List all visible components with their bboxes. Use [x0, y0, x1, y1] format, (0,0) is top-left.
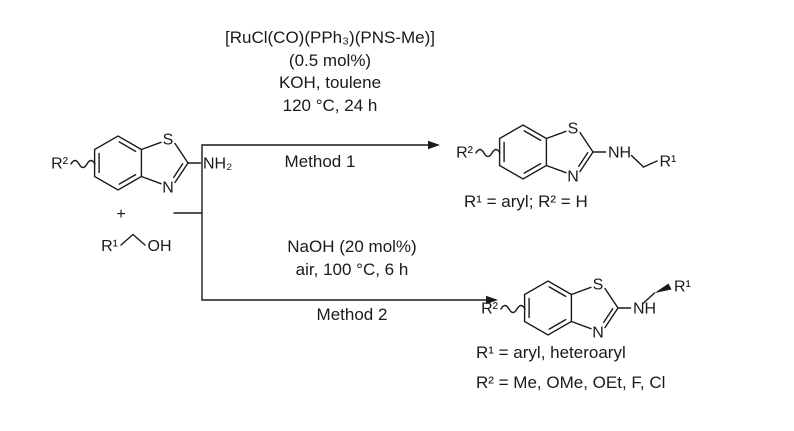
- bond: [173, 162, 184, 179]
- bond: [118, 141, 137, 153]
- arrow-head: [428, 140, 440, 150]
- amine-label: NH₂: [203, 156, 232, 173]
- bond: [604, 307, 619, 329]
- r1-label: R¹: [101, 238, 118, 255]
- nitrogen-atom-label: N: [567, 169, 579, 186]
- r2-label: R²: [456, 145, 474, 162]
- bond: [120, 233, 134, 246]
- method1-loading: (0.5 mol%): [288, 50, 372, 70]
- r2-label: R²: [481, 301, 499, 318]
- nh-label: NH: [633, 301, 656, 318]
- benzene-ring: [498, 124, 548, 180]
- bond: [132, 233, 146, 246]
- bond: [570, 286, 592, 296]
- sulfur-atom-label: S: [163, 132, 174, 149]
- bond: [140, 141, 162, 151]
- plus-sign: +: [116, 206, 125, 223]
- method2-conditions: NaOH (20 mol%) air, 100 °C, 6 h: [222, 236, 482, 281]
- benzene-ring: [523, 280, 573, 336]
- product2-scope-note-r2: R² = Me, OMe, OEt, F, Cl: [476, 373, 666, 392]
- method2-label: Method 2: [316, 305, 388, 324]
- alkyl-chain-bond: [642, 160, 658, 168]
- bond: [523, 162, 542, 174]
- bond: [604, 287, 619, 309]
- sulfur-atom-label: S: [568, 121, 579, 138]
- bond: [579, 131, 594, 153]
- bond: [545, 164, 567, 174]
- hydroxyl-label: OH: [148, 238, 172, 255]
- bond: [548, 286, 567, 298]
- product-method-1: R² S N NH R¹: [456, 121, 676, 186]
- method1-label: Method 1: [284, 152, 356, 171]
- bond: [579, 151, 594, 173]
- method1-conditions: [RuCl(CO)(PPh₃)(PNS-Me)] (0.5 mol%) KOH,…: [185, 27, 475, 117]
- bond: [523, 130, 542, 142]
- method1-base-solvent: KOH, toulene: [278, 73, 382, 92]
- reactant-benzothiazolamine: R² S N NH₂: [51, 132, 232, 197]
- arrow-method-1: [201, 140, 440, 150]
- method2-base: NaOH (20 mol%): [287, 237, 417, 256]
- r1-label: R¹: [674, 279, 691, 296]
- r2-label: R²: [51, 156, 69, 173]
- method2-temp-time: air, 100 °C, 6 h: [295, 259, 409, 279]
- benzene-ring: [93, 135, 143, 191]
- bond: [174, 162, 189, 184]
- bond: [603, 307, 614, 324]
- product-method-2: R² S N NH R¹: [481, 277, 691, 342]
- r1-label: R¹: [660, 154, 677, 171]
- variable-position-bond: [500, 304, 526, 314]
- sulfur-atom-label: S: [593, 277, 604, 294]
- arrow-head: [486, 295, 498, 305]
- variable-position-bond: [70, 159, 96, 169]
- bond: [140, 175, 162, 185]
- bond: [548, 318, 567, 330]
- variable-position-bond: [475, 148, 501, 158]
- nitrogen-atom-label: N: [592, 325, 604, 342]
- bond: [545, 130, 567, 140]
- bond: [118, 173, 137, 185]
- wedge-bond: [654, 283, 672, 293]
- bond: [174, 142, 189, 164]
- product1-scope-note: R¹ = aryl; R² = H: [464, 192, 588, 211]
- alkyl-chain-bond: [630, 154, 645, 168]
- method1-catalyst: [RuCl(CO)(PPh₃)(PNS-Me)]: [225, 28, 435, 47]
- bond: [570, 320, 592, 330]
- nitrogen-atom-label: N: [162, 180, 174, 197]
- branch-lines: [173, 144, 203, 301]
- reactant-alcohol: R¹ OH: [101, 233, 172, 255]
- product2-scope-note-r1: R¹ = aryl, heteroaryl: [476, 343, 626, 362]
- bond: [578, 151, 589, 168]
- alkyl-chain-bond: [642, 292, 656, 305]
- nh-label: NH: [608, 145, 631, 162]
- arrow-method-2: [201, 295, 498, 305]
- method1-temp-time: 120 °C, 24 h: [282, 95, 378, 115]
